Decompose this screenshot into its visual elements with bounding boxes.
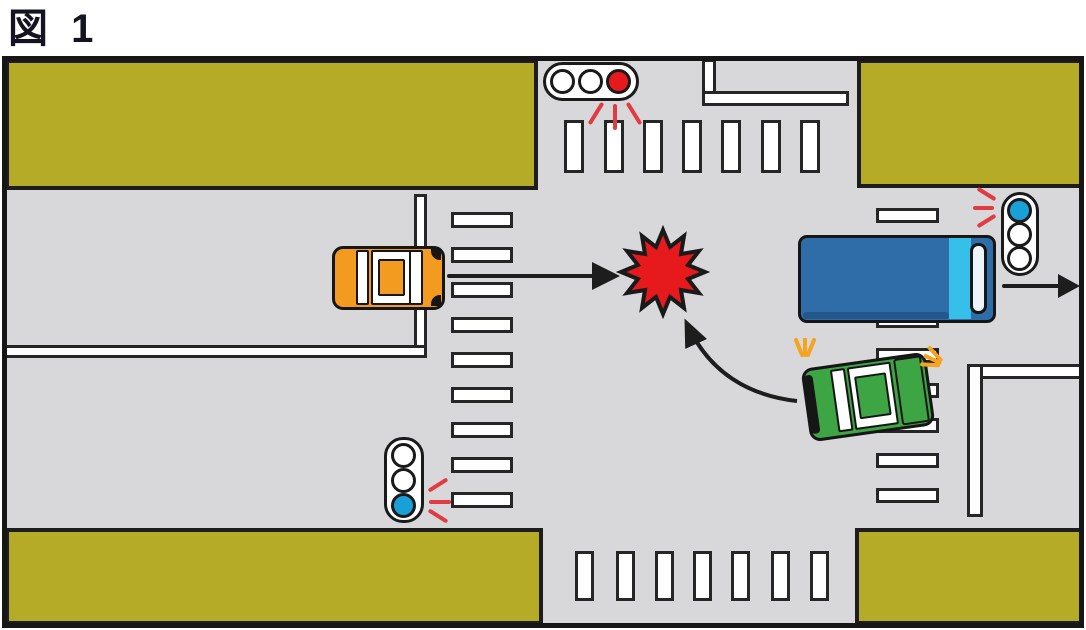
corner-block-top-left (5, 59, 538, 190)
signal-ray-icon (613, 104, 617, 130)
crosswalk-stripe (721, 120, 741, 173)
car-windshield (409, 250, 423, 305)
crosswalk-stripe (451, 492, 513, 508)
signal-lamp-off (1007, 222, 1032, 247)
crosswalk-stripe (876, 453, 939, 468)
crosswalk-stripe (810, 551, 829, 601)
hazard-flash-icon (920, 346, 943, 368)
crosswalk-stripe (451, 457, 513, 473)
stop-line-east-road (967, 364, 983, 517)
signal-lamp-blue (1007, 198, 1032, 223)
crosswalk-stripe (876, 208, 939, 223)
crosswalk-stripe (643, 120, 663, 173)
corner-block-top-right (857, 59, 1083, 188)
signal-lamp-off (391, 468, 416, 493)
crosswalk-stripe (771, 551, 790, 601)
car-rear-window (356, 250, 369, 305)
crosswalk-stripe (451, 212, 513, 228)
crosswalk-stripe (451, 317, 513, 333)
crosswalk-stripe (451, 387, 513, 403)
crosswalk-stripe (731, 551, 750, 601)
traffic-light-top (543, 62, 639, 101)
corner-block-bottom-right (855, 528, 1083, 625)
signal-lamp-off (578, 69, 603, 94)
signal-lamp-off (391, 443, 416, 468)
crosswalk-stripe (451, 422, 513, 438)
collision-star-icon (615, 224, 711, 320)
truck-bottom-shade (803, 312, 949, 319)
car-front-detail (431, 249, 441, 260)
orange-car (332, 246, 445, 310)
crosswalk-stripe (761, 120, 781, 173)
hazard-flash-icon (794, 338, 816, 357)
stop-line-north-road (702, 91, 849, 106)
straight-arrowhead-icon (592, 262, 620, 290)
truck-windshield (970, 243, 987, 314)
traffic-light-bottom-left (384, 437, 424, 523)
crosswalk-stripe (575, 551, 594, 601)
signal-ray-icon (429, 500, 451, 504)
curved-arrow-icon (684, 318, 798, 403)
car-front-detail (431, 295, 441, 306)
signal-lamp-off (550, 69, 575, 94)
car-roof (378, 259, 405, 296)
traffic-light-right (1001, 192, 1039, 276)
signal-ray-icon (973, 206, 994, 210)
figure-label: 図 1 (8, 7, 100, 51)
car-roof (854, 372, 892, 420)
corner-block-bottom-left (5, 528, 543, 625)
crosswalk-stripe (682, 120, 702, 173)
truck-direction-arrowhead-icon (1058, 274, 1080, 298)
signal-lamp-red (606, 69, 631, 94)
signal-lamp-blue (391, 493, 416, 518)
truck-direction-arrow-icon (1002, 284, 1062, 288)
crosswalk-stripe (451, 352, 513, 368)
straight-arrow-icon (447, 274, 595, 278)
center-line-west-road (3, 345, 427, 358)
crosswalk-stripe (564, 120, 584, 173)
crosswalk-stripe (616, 551, 635, 601)
crosswalk-stripe (693, 551, 712, 601)
center-line-east-road (967, 364, 1083, 379)
crosswalk-stripe (451, 247, 513, 263)
crosswalk-stripe (655, 551, 674, 601)
crosswalk-stripe (800, 120, 820, 173)
signal-lamp-off (1007, 246, 1032, 271)
crosswalk-stripe (876, 488, 939, 503)
blue-truck (798, 235, 996, 323)
truck-cab-band (949, 238, 971, 319)
crosswalk-stripe (451, 282, 513, 298)
